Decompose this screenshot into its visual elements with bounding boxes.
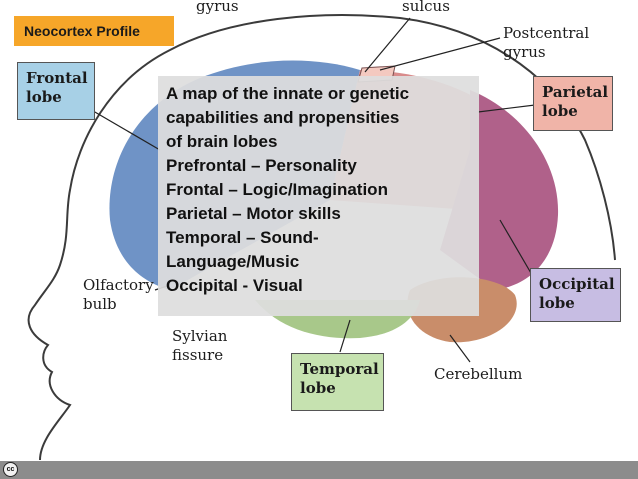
overlay-line-7: Temporal – Sound- [166, 228, 319, 247]
overlay-line-1: A map of the innate or genetic [166, 84, 410, 103]
box-occipital-line2: lobe [539, 294, 575, 312]
box-occipital-line1: Occipital [539, 275, 615, 293]
label-postcentral-gyrus: Postcentral gyrus [503, 24, 589, 62]
leader-sulcus [364, 17, 411, 73]
box-occipital-lobe: Occipital lobe [530, 268, 621, 322]
creative-commons-icon[interactable]: cc [3, 462, 18, 477]
box-parietal-line1: Parietal [542, 83, 609, 101]
box-frontal-line2: lobe [26, 88, 62, 106]
leader-parietal [477, 104, 536, 113]
head-outline [27, 14, 616, 461]
leader-occipital [499, 219, 536, 281]
overlay-line-3: of brain lobes [166, 132, 278, 151]
label-sylvian-line1: Sylvian [172, 327, 228, 345]
title-badge: Neocortex Profile [14, 16, 174, 46]
leader-frontal [87, 107, 161, 151]
lobe-capabilities-overlay: A map of the innate or genetic capabilit… [158, 76, 479, 316]
box-parietal-line2: lobe [542, 102, 578, 120]
label-olfactory-bulb: Olfactory bulb [83, 276, 154, 314]
leader-temporal [339, 319, 351, 353]
label-postcentral-line2: gyrus [503, 43, 546, 61]
label-cerebellum: Cerebellum [434, 365, 523, 383]
box-frontal-line1: Frontal [26, 69, 88, 87]
label-sulcus: sulcus [402, 0, 450, 15]
label-olfactory-line2: bulb [83, 295, 117, 313]
box-frontal-lobe: Frontal lobe [17, 62, 95, 120]
label-olfactory-line1: Olfactory [83, 276, 154, 294]
box-parietal-lobe: Parietal lobe [533, 76, 613, 131]
label-sylvian-line2: fissure [172, 346, 224, 364]
overlay-line-6: Parietal – Motor skills [166, 204, 341, 223]
box-temporal-line2: lobe [300, 379, 336, 397]
overlay-line-8: Language/Music [166, 252, 300, 271]
box-temporal-line1: Temporal [300, 360, 379, 378]
label-postcentral-line1: Postcentral [503, 24, 590, 42]
overlay-line-9: Occipital - Visual [166, 276, 303, 295]
overlay-line-4: Prefrontal – Personality [166, 156, 357, 175]
box-temporal-lobe: Temporal lobe [291, 353, 384, 411]
label-sylvian-fissure: Sylvian fissure [172, 327, 227, 365]
leader-postcentral [379, 37, 501, 71]
overlay-line-5: Frontal – Logic/Imagination [166, 180, 388, 199]
label-gyrus: gyrus [196, 0, 239, 15]
leader-cerebellum [449, 334, 471, 363]
overlay-line-2: capabilities and propensities [166, 108, 400, 127]
footer-bar: cc [0, 461, 638, 479]
